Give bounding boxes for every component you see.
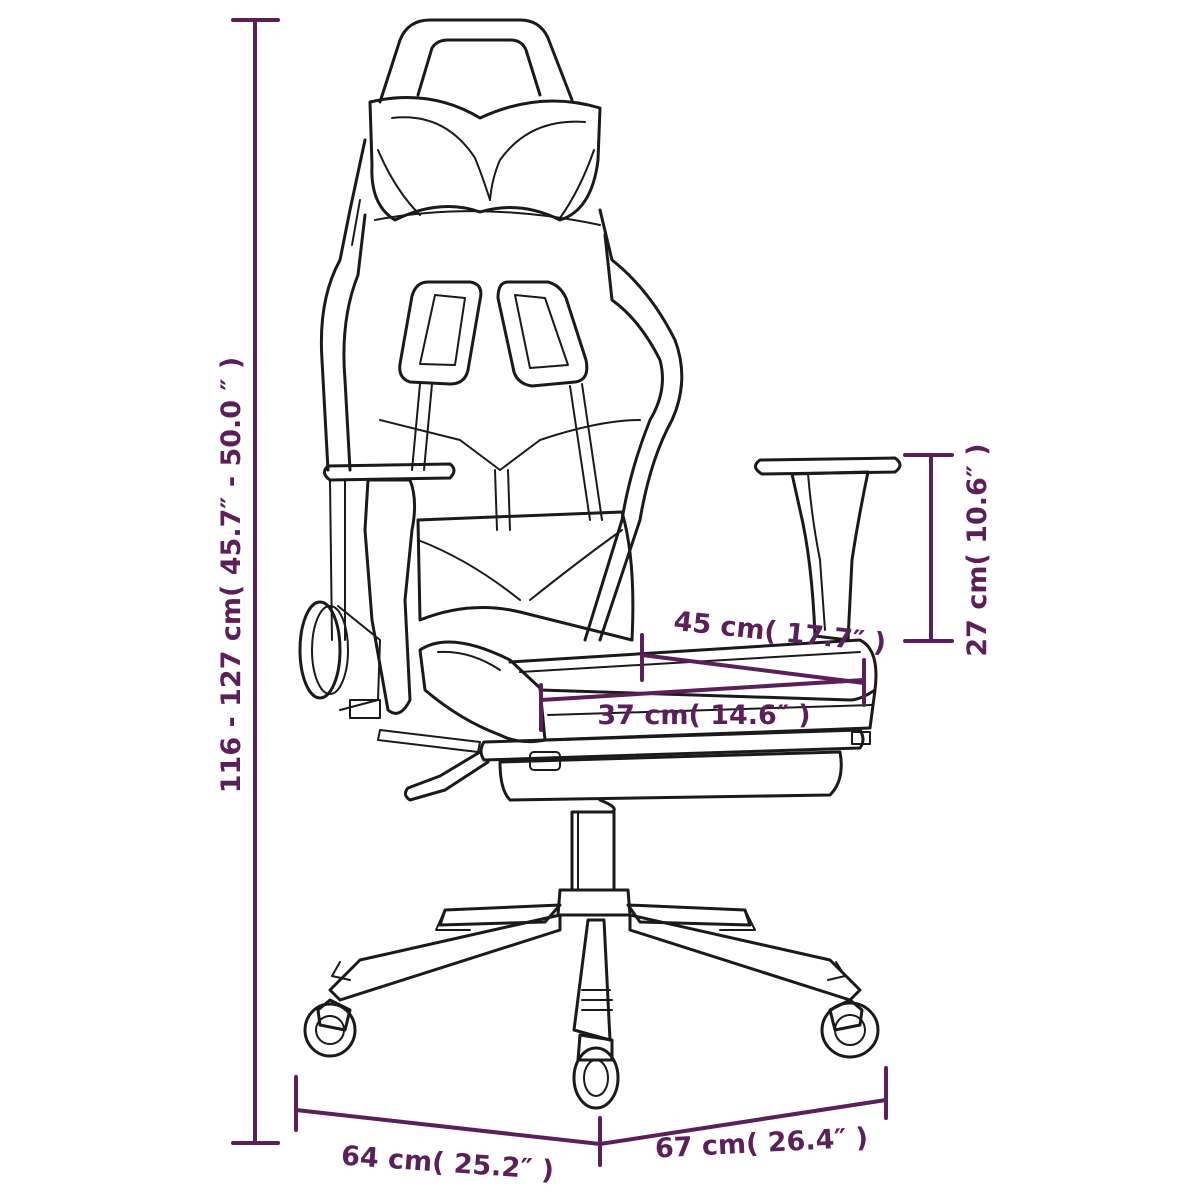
dimension-base-depth: [598, 1066, 888, 1146]
label-armrest-height: 27 cm( 10.6″ ): [962, 443, 993, 656]
caster-left: [303, 998, 357, 1058]
label-base-width: 64 cm( 25.2″ ): [340, 1141, 555, 1187]
dimension-seat-width: [640, 633, 866, 707]
dimension-armrest-height: [903, 453, 954, 643]
label-total-height: 116 - 127 cm( 45.7″ - 50.0 ″ ): [216, 357, 247, 794]
dimension-base-width: [294, 1075, 602, 1167]
caster-right: [820, 998, 880, 1059]
label-seat-depth: 37 cm( 14.6″ ): [597, 700, 810, 731]
caster-front: [572, 1033, 620, 1110]
gaming-chair-illustration: [298, 18, 902, 1110]
dimension-total-height: [231, 18, 280, 1145]
dimension-seat-depth: [539, 678, 866, 732]
dimension-lines: [231, 18, 954, 1167]
